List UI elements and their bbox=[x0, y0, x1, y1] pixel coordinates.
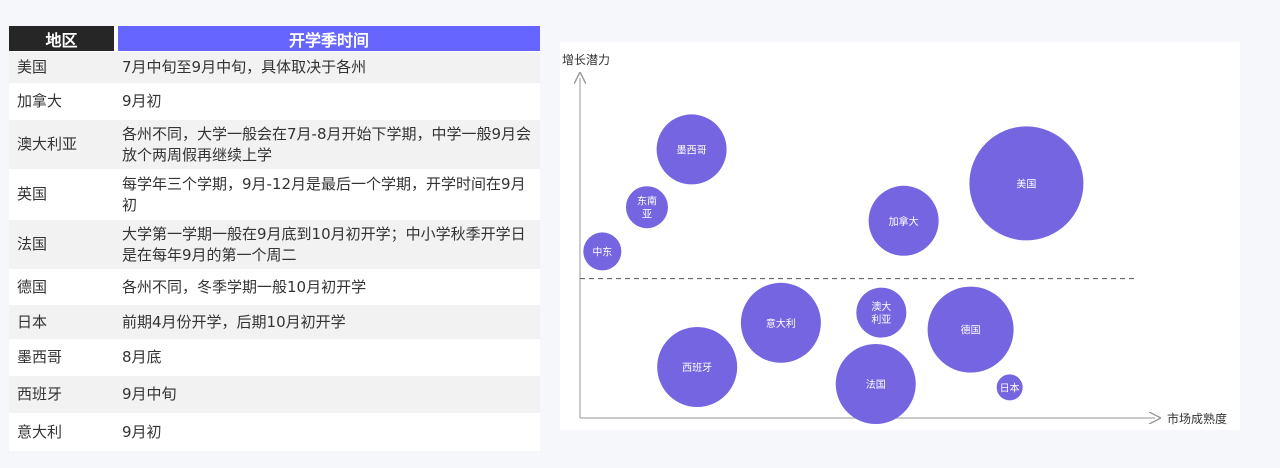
bubble-label-line: 墨西哥 bbox=[677, 144, 707, 156]
bubble-label: 中东 bbox=[592, 245, 612, 258]
bubble-label-line: 西班牙 bbox=[682, 362, 712, 374]
bubble-point bbox=[969, 126, 1084, 241]
bubble-point bbox=[835, 344, 916, 424]
bubble-chart: 增长潜力 市场成熟度 美国加拿大 墨西哥东南亚中东意大利 澳大利亚德国西班牙法国 日本 bbox=[560, 42, 1240, 430]
table-row: 墨西哥 8月底 bbox=[9, 339, 540, 375]
table-header-row: 地区 开学季时间 bbox=[9, 26, 540, 51]
bubble-label-line: 亚 bbox=[642, 210, 652, 221]
bubble-point bbox=[856, 287, 907, 338]
bubble-label-line: 加拿大 bbox=[889, 215, 919, 228]
time-cell: 大学第一学期一般在9月底到10月初开学；中小学秋季开学日是在每年9月的第一个周二 bbox=[114, 219, 540, 269]
bubble-point bbox=[657, 327, 738, 407]
region-cell: 美国 bbox=[9, 51, 114, 83]
bubble-point bbox=[656, 114, 727, 185]
table-row: 德国 各州不同，冬季学期一般10月初开学 bbox=[9, 269, 540, 304]
bubble-label-line: 法国 bbox=[866, 378, 886, 391]
bubble-point bbox=[583, 232, 622, 271]
header-region: 地区 bbox=[9, 26, 114, 51]
time-cell: 9月中旬 bbox=[114, 375, 540, 413]
table-row: 英国 每学年三个学期，9月-12月是最后一个学期，开学时间在9月初 bbox=[9, 169, 540, 219]
x-axis-label: 市场成熟度 bbox=[1167, 411, 1227, 426]
y-axis-label: 增长潜力 bbox=[562, 53, 610, 67]
region-cell: 英国 bbox=[9, 169, 114, 219]
bubble-label-line: 中东 bbox=[592, 245, 612, 258]
region-cell: 德国 bbox=[9, 269, 114, 304]
region-cell: 加拿大 bbox=[9, 83, 114, 119]
time-cell: 每学年三个学期，9月-12月是最后一个学期，开学时间在9月初 bbox=[114, 169, 540, 219]
table-row: 意大利 9月初 bbox=[9, 413, 540, 451]
bubble-label: 澳大利亚 bbox=[871, 300, 891, 326]
bubble-label: 意大利 bbox=[766, 317, 796, 330]
region-cell: 西班牙 bbox=[9, 375, 114, 413]
bubble-point bbox=[740, 282, 821, 363]
bubble-label: 日本 bbox=[1000, 381, 1020, 394]
time-cell: 8月底 bbox=[114, 339, 540, 375]
bubble-point bbox=[868, 185, 939, 256]
table: 地区 开学季时间 美国 7月中旬至9月中旬，具体取决于各州 加拿大 9月初 澳大… bbox=[9, 26, 540, 451]
time-cell: 9月初 bbox=[114, 83, 540, 119]
bubble-label-line: 美国 bbox=[1016, 177, 1036, 190]
time-cell: 各州不同，冬季学期一般10月初开学 bbox=[114, 269, 540, 304]
bubble-label-line: 东南 bbox=[637, 195, 657, 208]
bubble-label: 法国 bbox=[866, 378, 886, 391]
bubble-label-line: 澳大 bbox=[871, 300, 891, 313]
table-row: 法国 大学第一学期一般在9月底到10月初开学；中小学秋季开学日是在每年9月的第一… bbox=[9, 219, 540, 269]
table-row: 日本 前期4月份开学，后期10月初开学 bbox=[9, 304, 540, 339]
region-cell: 日本 bbox=[9, 304, 114, 339]
time-cell: 7月中旬至9月中旬，具体取决于各州 bbox=[114, 51, 540, 83]
region-cell: 意大利 bbox=[9, 413, 114, 451]
bubble-label: 墨西哥 bbox=[677, 144, 707, 156]
bubble-point bbox=[625, 186, 668, 229]
school-season-table: 地区 开学季时间 美国 7月中旬至9月中旬，具体取决于各州 加拿大 9月初 澳大… bbox=[9, 26, 540, 451]
bubble-label-line: 日本 bbox=[1000, 381, 1020, 394]
header-time: 开学季时间 bbox=[114, 26, 540, 51]
bubble-point bbox=[927, 286, 1014, 373]
region-cell: 墨西哥 bbox=[9, 339, 114, 375]
bubble-label: 西班牙 bbox=[682, 362, 712, 374]
bubble-label: 东南亚 bbox=[637, 195, 657, 221]
region-cell: 法国 bbox=[9, 219, 114, 269]
bubble-point bbox=[996, 374, 1023, 401]
table-row: 加拿大 9月初 bbox=[9, 83, 540, 119]
table-row: 西班牙 9月中旬 bbox=[9, 375, 540, 413]
time-cell: 前期4月份开学，后期10月初开学 bbox=[114, 304, 540, 339]
bubble-label-line: 德国 bbox=[961, 324, 981, 337]
table-row: 美国 7月中旬至9月中旬，具体取决于各州 bbox=[9, 51, 540, 83]
bubble-label: 美国 bbox=[1016, 177, 1036, 190]
bubble-label: 德国 bbox=[961, 324, 981, 337]
bubble-label-line: 意大利 bbox=[766, 317, 796, 330]
region-cell: 澳大利亚 bbox=[9, 119, 114, 169]
bubble-label-line: 利亚 bbox=[871, 314, 891, 326]
time-cell: 各州不同，大学一般会在7月-8月开始下学期，中学一般9月会放个两周假再继续上学 bbox=[114, 119, 540, 169]
table-row: 澳大利亚 各州不同，大学一般会在7月-8月开始下学期，中学一般9月会放个两周假再… bbox=[9, 119, 540, 169]
time-cell: 9月初 bbox=[114, 413, 540, 451]
bubble-label: 加拿大 bbox=[889, 215, 919, 228]
